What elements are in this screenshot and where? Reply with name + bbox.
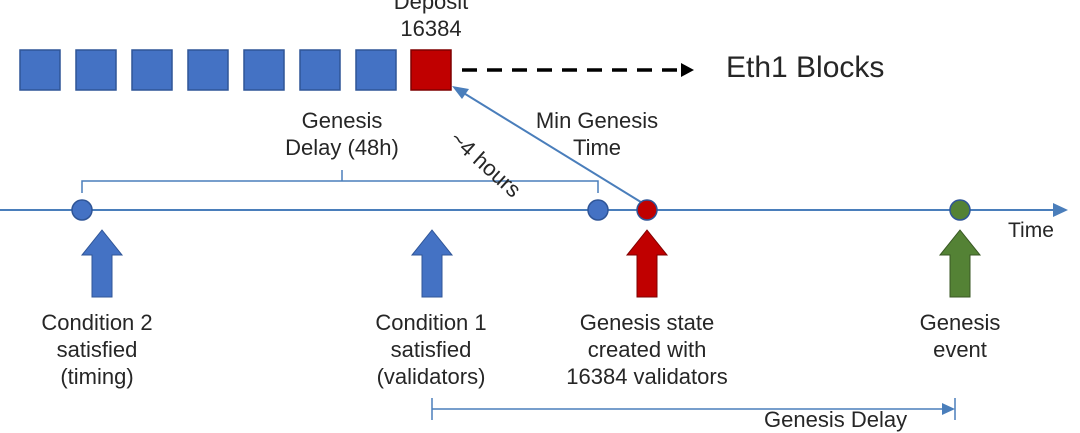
condition2-label-line: satisfied [56, 337, 138, 362]
condition2-point [71, 199, 93, 221]
min-genesis-time-point [587, 199, 609, 221]
deposit-label-line: Deposit [393, 0, 469, 14]
deposit-label-line: 16384 [400, 16, 462, 41]
genesis-state-label-line: Genesis state [579, 310, 715, 335]
genesis-event-label: Genesis event [900, 309, 1020, 363]
condition2-label-line: (timing) [60, 364, 134, 389]
min-genesis-time-label-line: Time [572, 135, 622, 160]
eth1-block [75, 49, 117, 91]
eth1-blocks-label: Eth1 Blocks [726, 51, 885, 84]
genesis-timeline-diagram [0, 49, 1068, 420]
eth1-block [19, 49, 61, 91]
eth1-block [355, 49, 397, 91]
eth1-block [187, 49, 229, 91]
genesis-event-point [949, 199, 971, 221]
genesis-state-label-line: created with [587, 337, 707, 362]
eth1-block [243, 49, 285, 91]
deposit-block [410, 49, 452, 91]
genesis-delay-label-line: Delay (48h) [285, 135, 399, 160]
genesis-delay-label: Genesis Delay (48h) [262, 107, 422, 161]
genesis-delay-label-line: Genesis [301, 108, 383, 133]
condition1-label-line: (validators) [376, 364, 486, 389]
four-hours-arrowhead [452, 86, 469, 99]
condition2-label-line: Condition 2 [41, 310, 153, 335]
deposit-label: Deposit 16384 [371, 0, 491, 42]
condition1-up-arrow [410, 229, 454, 298]
genesis-state-label: Genesis state created with 16384 validat… [552, 309, 742, 390]
min-genesis-time-label-line: Min Genesis [535, 108, 659, 133]
genesis-delay-bracket [81, 180, 599, 193]
condition2-up-arrow [80, 229, 124, 298]
genesis-state-up-arrow [625, 229, 669, 298]
eth1-block [299, 49, 341, 91]
condition2-label: Condition 2 satisfied (timing) [12, 309, 182, 390]
bottom-delay-arrowhead [942, 403, 955, 415]
time-axis-label: Time [1008, 219, 1054, 242]
eth1-dashed-arrowhead [681, 63, 694, 77]
genesis-state-point [636, 199, 658, 221]
eth1-blocks [19, 49, 397, 91]
condition1-label: Condition 1 satisfied (validators) [346, 309, 516, 390]
four-hours-arrow [461, 91, 645, 205]
genesis-event-label-line: Genesis [919, 310, 1001, 335]
genesis-state-label-line: 16384 validators [566, 364, 728, 389]
condition1-label-line: satisfied [390, 337, 472, 362]
min-genesis-time-label: Min Genesis Time [522, 107, 672, 161]
genesis-event-up-arrow [938, 229, 982, 298]
timeline-arrowhead [1053, 203, 1068, 217]
eth1-block [131, 49, 173, 91]
genesis-event-label-line: event [933, 337, 987, 362]
condition1-label-line: Condition 1 [375, 310, 487, 335]
